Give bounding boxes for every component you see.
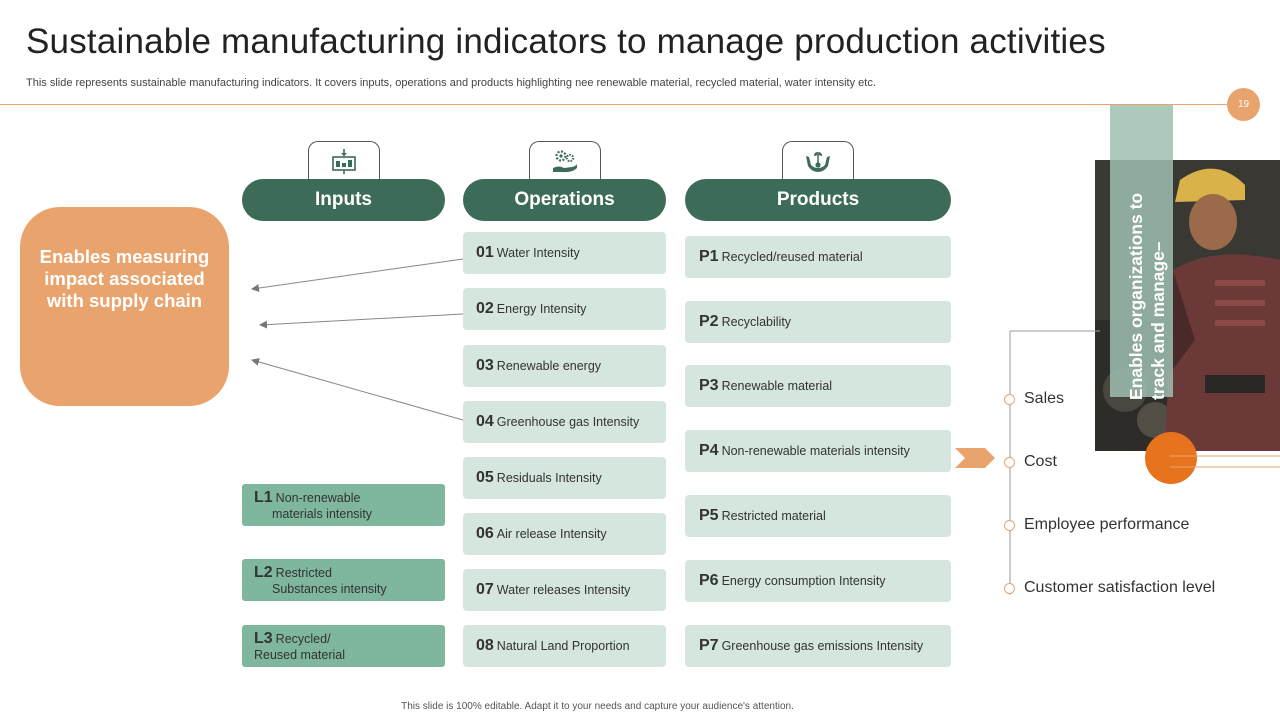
timeline-item: Customer satisfaction level — [1024, 579, 1216, 596]
timeline-item: Employee performance — [1024, 516, 1190, 533]
product-label: Greenhouse gas emissions Intensity — [721, 639, 924, 653]
input-label-line1: Recycled/ — [275, 632, 331, 646]
operation-label: Residuals Intensity — [496, 471, 602, 485]
input-label-line1: Restricted — [275, 566, 332, 580]
operation-label: Air release Intensity — [496, 527, 607, 541]
operation-label: Energy Intensity — [496, 302, 587, 316]
slide-footer: This slide is 100% editable. Adapt it to… — [401, 701, 794, 712]
operation-code: 01 — [476, 244, 494, 261]
product-label: Non-renewable materials intensity — [721, 444, 910, 458]
accent-circle — [1145, 432, 1197, 484]
input-code: L3 — [254, 630, 273, 647]
operation-code: 03 — [476, 357, 494, 374]
timeline-dot — [1004, 583, 1015, 594]
accent-strip — [1110, 105, 1173, 397]
slide-title: Sustainable manufacturing indicators to … — [26, 22, 1106, 61]
arrow-line — [251, 358, 464, 421]
arrow-line — [251, 258, 464, 292]
product-label: Recycled/reused material — [721, 250, 863, 264]
input-label-line1: Non-renewable — [275, 491, 361, 505]
product-code: P2 — [699, 313, 719, 330]
operation-code: 06 — [476, 525, 494, 542]
operation-label: Water releases Intensity — [496, 583, 631, 597]
input-label-line2: Substances intensity — [272, 582, 387, 596]
input-label-line2: Reused material — [254, 648, 346, 662]
operation-code: 05 — [476, 469, 494, 486]
operation-code: 07 — [476, 581, 494, 598]
input-code: L1 — [254, 489, 273, 506]
slide-subtitle: This slide represents sustainable manufa… — [26, 77, 876, 89]
product-label: Renewable material — [721, 379, 833, 393]
column-header-operations: Operations — [463, 179, 666, 221]
operation-code: 08 — [476, 637, 494, 654]
supply-chain-callout: Enables measuring impact associated with… — [20, 207, 229, 406]
hand-gears-icon — [529, 141, 601, 181]
page-number-badge: 19 — [1227, 88, 1260, 121]
input-code: L2 — [254, 564, 273, 581]
product-code: P6 — [699, 572, 719, 589]
header-divider — [0, 104, 1228, 105]
arrow-line — [259, 313, 464, 329]
operation-label: Greenhouse gas Intensity — [496, 415, 640, 429]
operation-code: 04 — [476, 413, 494, 430]
column-header-products: Products — [685, 179, 951, 221]
product-label: Restricted material — [721, 509, 826, 523]
operation-label: Renewable energy — [496, 359, 602, 373]
operation-label: Water Intensity — [496, 246, 580, 260]
timeline-dot — [1004, 457, 1015, 468]
product-code: P7 — [699, 637, 719, 654]
hands-plant-icon — [782, 141, 854, 181]
operation-code: 02 — [476, 300, 494, 317]
callout-text: Enables measuring impact associated with… — [39, 245, 210, 311]
product-code: P4 — [699, 442, 719, 459]
product-code: P5 — [699, 507, 719, 524]
operation-label: Natural Land Proportion — [496, 639, 630, 653]
product-code: P3 — [699, 377, 719, 394]
timeline-dot — [1004, 520, 1015, 531]
timeline-dot — [1004, 394, 1015, 405]
column-header-inputs: Inputs — [242, 179, 445, 221]
chevron-right-icon — [955, 448, 995, 468]
product-code: P1 — [699, 248, 719, 265]
presentation-board-icon — [308, 141, 380, 181]
timeline-item: Sales — [1024, 390, 1065, 407]
input-label-line2: materials intensity — [272, 507, 373, 521]
product-label: Recyclability — [721, 315, 792, 329]
product-label: Energy consumption Intensity — [721, 574, 886, 588]
timeline-item: Cost — [1024, 453, 1057, 470]
